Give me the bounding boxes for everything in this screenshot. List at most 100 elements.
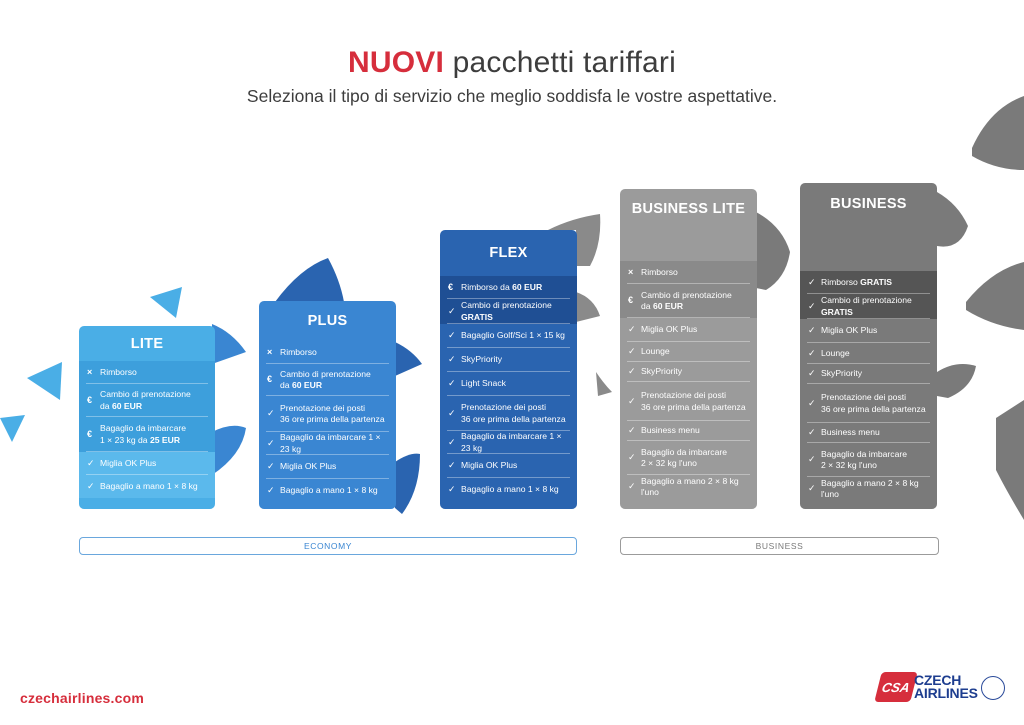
feature-text: Bagaglio a mano 1 × 8 kg (280, 485, 378, 496)
card-business-lite[interactable]: BUSINESS LITE × Rimborso €Cambio di prenot… (620, 189, 757, 509)
feature-text: Prenotazione dei posti 36 ore prima dell… (461, 402, 566, 424)
euro-icon: € (87, 394, 93, 405)
feature-text: Miglia OK Plus (100, 457, 157, 468)
feature-row: ✓Lounge (800, 343, 937, 364)
feature-text: Prenotazione dei posti 36 ore prima dell… (821, 392, 926, 414)
logo-line-2: AIRLINES (914, 685, 978, 701)
feature-row: ✓ Prenotazione dei posti 36 ore prima del… (800, 384, 937, 423)
logo-wordmark: CZECH AIRLINES (914, 673, 978, 701)
check-icon: ✓ (628, 452, 636, 463)
card-lite[interactable]: LITE ×Rimborso€Cambio di prenotazione da… (79, 326, 215, 509)
check-icon: ✓ (267, 485, 275, 496)
feature-text: Bagaglio da imbarcare 1 × 23 kg (461, 431, 562, 453)
feature-highlight: 25 EUR (149, 434, 181, 445)
feature-text: Business menu (641, 425, 700, 436)
feature-row: ✓Bagaglio Golf/Sci 1 × 15 kg (440, 324, 577, 348)
feature-text: Rimborso (100, 366, 137, 377)
check-icon: ✓ (267, 437, 275, 448)
csa-mark: CSA (874, 672, 918, 702)
feature-list: × Rimborso €Cambio di prenotazione da 60 E… (620, 261, 757, 499)
feature-highlight: 60 EUR (111, 400, 143, 411)
page-subtitle: Seleziona il tipo di servizio che meglio… (246, 86, 778, 106)
card-title: BUSINESS (830, 196, 907, 212)
feature-text: Cambio di prenotazione da 60 EUR (280, 368, 371, 390)
feature-text: Light Snack (461, 378, 506, 389)
feature-row: €Cambio di prenotazione da 60 EUR (620, 284, 757, 318)
feature-row: ✓Bagaglio a mano 1 × 8 kg (79, 475, 215, 498)
feature-row: ✓Lounge (620, 342, 757, 362)
euro-icon: € (628, 295, 634, 306)
feature-text: Rimborso GRATIS (821, 276, 892, 287)
feature-row: ✓Prenotazione dei posti 36 ore prima del… (259, 396, 396, 432)
feature-text: Bagaglio a mano 2 × 8 kg l'uno (821, 477, 919, 499)
feature-text: Miglia OK Plus (280, 461, 337, 472)
feature-row: ✓Cambio di prenotazione GRATIS (800, 294, 937, 319)
feature-text: Bagaglio da imbarcare 2 × 32 kg l'uno (821, 448, 907, 470)
feature-highlight: GRATIS (821, 306, 853, 317)
website-link[interactable]: czechairlines.com (20, 690, 145, 706)
euro-icon: € (448, 281, 454, 292)
check-icon: ✓ (628, 425, 636, 436)
feature-list: ×Rimborso€Cambio di prenotazione da 60 E… (259, 341, 396, 503)
feature-text: Cambio di prenotazione GRATIS (461, 300, 552, 322)
feature-text: Business menu (821, 427, 880, 438)
check-icon: ✓ (267, 408, 275, 419)
feature-list: ✓ Rimborso GRATIS ✓Cambio di prenotazione … (800, 271, 937, 501)
feature-row: €Rimborso da 60 EUR (440, 276, 577, 299)
feature-row: ✓ Cambio di prenotazione GRATIS (440, 299, 577, 324)
feature-row: ×Rimborso (79, 361, 215, 384)
check-icon: ✓ (808, 454, 816, 465)
feature-row: € Cambio di prenotazione da 60 EUR (259, 364, 396, 396)
feature-text: Miglia OK Plus (461, 460, 518, 471)
feature-text: Bagaglio da imbarcare 2 × 32 kg l'uno (641, 446, 727, 468)
feature-row: ✓ Business menu (620, 421, 757, 441)
feature-row: ✓ Bagaglio da imbarcare 2 × 32 kg l'uno (800, 443, 937, 477)
check-icon: ✓ (87, 457, 95, 468)
euro-icon: € (267, 374, 273, 385)
feature-row: ✓Prenotazione dei posti 36 ore prima del… (440, 396, 577, 431)
feature-list: €Rimborso da 60 EUR ✓ Cambio di prenotazio… (440, 276, 577, 502)
feature-text: Lounge (821, 347, 850, 358)
check-icon: ✓ (448, 305, 456, 316)
check-icon: ✓ (448, 484, 456, 495)
feature-row: ✓ Light Snack (440, 372, 577, 396)
feature-text: Miglia OK Plus (641, 324, 698, 335)
feature-row: ✓Business menu (800, 423, 937, 443)
feature-row: ✓ Bagaglio da imbarcare 2 × 32 kg l'uno (620, 441, 757, 475)
page-title: NUOVI pacchetti tariffari (0, 46, 1024, 80)
card-business[interactable]: BUSINESS ✓ Rimborso GRATIS ✓Cambio di pren… (800, 183, 937, 509)
check-icon: ✓ (808, 368, 816, 379)
feature-highlight: 60 EUR (291, 380, 323, 390)
euro-icon: € (87, 428, 93, 439)
cross-icon: × (628, 266, 634, 277)
feature-row: ✓Bagaglio da imbarcare 1 × 23 kg (440, 431, 577, 454)
feature-text: Rimborso (641, 266, 678, 277)
check-icon: ✓ (808, 397, 816, 408)
card-plus[interactable]: PLUS ×Rimborso€Cambio di prenotazione da… (259, 301, 396, 509)
feature-row: ✓ Bagaglio a mano 2 × 8 kg l'uno (620, 475, 757, 499)
feature-row: ✓SkyPriority (440, 348, 577, 372)
check-icon: ✓ (808, 325, 816, 336)
check-icon: ✓ (808, 483, 816, 494)
check-icon: ✓ (628, 481, 636, 492)
card-title: BUSINESS LITE (631, 201, 746, 217)
feature-text: Bagaglio da imbarcare 1 × 23 kg da 25 EU… (100, 423, 186, 445)
feature-row: € Bagaglio da imbarcare 1 × 23 kg da 25 E… (79, 417, 215, 452)
business-group-label: BUSINESS (620, 537, 939, 555)
check-icon: ✓ (448, 460, 456, 471)
feature-row: ✓Bagaglio a mano 1 × 8 kg (440, 478, 577, 502)
title-accent: NUOVI (348, 46, 445, 79)
check-icon: ✓ (448, 378, 456, 389)
feature-text: Rimborso (280, 346, 317, 357)
feature-text: Bagaglio a mano 2 × 8 kg l'uno (641, 475, 739, 497)
feature-text: Bagaglio Golf/Sci 1 × 15 kg (461, 330, 565, 341)
check-icon: ✓ (808, 276, 816, 287)
feature-row: ✓Bagaglio da imbarcare 1 × 23 kg (259, 432, 396, 455)
czech-airlines-logo: CSA CZECH AIRLINES (874, 668, 1008, 710)
feature-text: Lounge (641, 346, 670, 357)
feature-row: ✓SkyPriority (620, 362, 757, 382)
check-icon: ✓ (448, 354, 456, 365)
card-flex[interactable]: FLEX €Rimborso da 60 EUR✓Cambio di preno… (440, 230, 577, 509)
feature-row: ✓Miglia OK Plus (259, 455, 396, 479)
feature-row: ✓ Bagaglio a mano 1 × 8 kg (259, 479, 396, 503)
